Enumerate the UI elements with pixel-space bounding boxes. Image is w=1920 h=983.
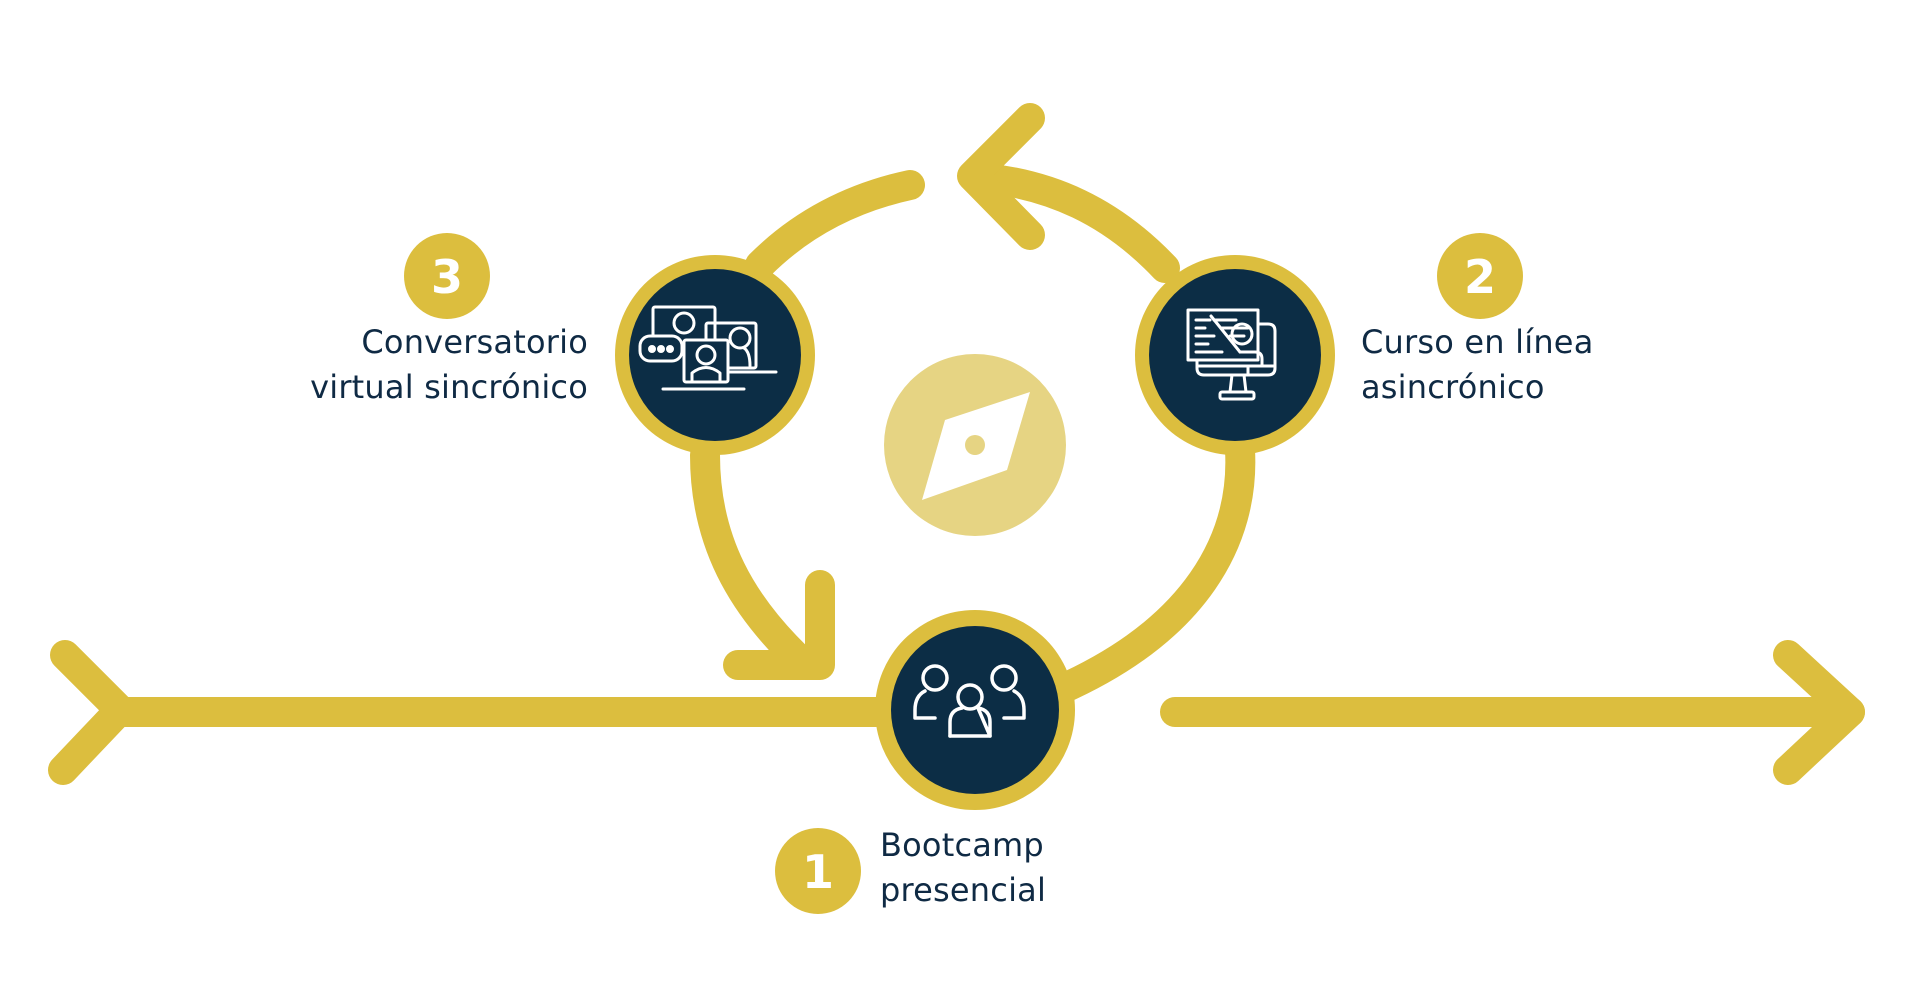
step-label-3-line2: virtual sincrónico bbox=[310, 368, 588, 406]
step-badge-3: 3 bbox=[404, 233, 490, 319]
top-arrowhead bbox=[957, 103, 1045, 250]
step-label-1-line2: presencial bbox=[880, 871, 1047, 909]
arc-1-to-2 bbox=[1045, 435, 1256, 705]
arc-top-to-3 bbox=[745, 170, 925, 280]
people-group-icon bbox=[913, 664, 1026, 738]
compass-icon bbox=[884, 354, 1066, 536]
arc-2-to-top bbox=[970, 163, 1180, 283]
online-teacher-monitor-icon bbox=[1186, 308, 1277, 401]
video-conference-icon bbox=[638, 305, 778, 391]
step-badge-2: 2 bbox=[1437, 233, 1523, 319]
step-label-2-line1: Curso en línea bbox=[1361, 323, 1594, 361]
timeline-right-arrow bbox=[1160, 640, 1865, 785]
arc-3-to-1 bbox=[690, 440, 820, 680]
node-step-1[interactable] bbox=[875, 610, 1075, 810]
timeline-left-segment bbox=[48, 640, 915, 785]
step-label-1-line1: Bootcamp bbox=[880, 826, 1044, 864]
step-label-1: Bootcamp presencial bbox=[880, 823, 1046, 913]
step-label-2: Curso en línea asincrónico bbox=[1361, 320, 1594, 410]
step-label-3-line1: Conversatorio bbox=[361, 323, 588, 361]
arc-3-to-1-arrowhead bbox=[723, 570, 835, 680]
node-step-3[interactable] bbox=[615, 255, 815, 455]
step-badge-1: 1 bbox=[775, 828, 861, 914]
node-step-2[interactable] bbox=[1135, 255, 1335, 455]
step-number-1: 1 bbox=[802, 845, 834, 899]
step-label-2-line2: asincrónico bbox=[1361, 368, 1545, 406]
step-number-3: 3 bbox=[431, 250, 463, 304]
step-number-2: 2 bbox=[1464, 250, 1496, 304]
step-label-3: Conversatorio virtual sincrónico bbox=[310, 320, 588, 410]
